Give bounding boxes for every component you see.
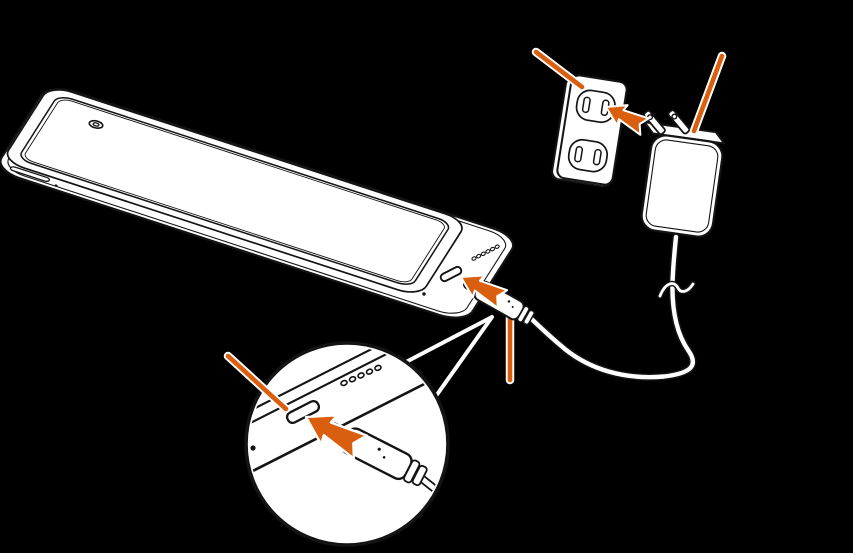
callout-lines — [225, 49, 725, 412]
front-camera-lens — [92, 122, 99, 126]
connector-dot — [511, 306, 514, 309]
magnified-microphone-hole — [250, 445, 256, 451]
magnified-phone-edge-inner — [249, 346, 445, 443]
power-cable — [526, 233, 697, 381]
socket-slot-right — [592, 148, 602, 166]
connector-ring-1 — [516, 305, 530, 323]
connector-ring-2 — [523, 309, 535, 326]
microphone-hole — [422, 292, 426, 296]
magnified-connector-ring-1 — [403, 459, 421, 484]
power-adapter — [640, 109, 726, 238]
magnified-speaker-holes — [340, 364, 382, 387]
usb-port-opening — [439, 265, 463, 283]
front-camera-icon — [88, 119, 105, 129]
callout-line-outlet — [533, 49, 585, 90]
adapter-body — [640, 134, 724, 238]
sim-eject-hole — [54, 184, 58, 187]
connector-dot — [507, 300, 511, 303]
phone-face — [2, 85, 468, 297]
magnified-phone-silhouette — [249, 346, 445, 482]
phone-screen — [17, 95, 452, 288]
cable-tie — [658, 282, 695, 298]
socket-slot-left — [574, 145, 584, 163]
callout-line-adapter — [691, 53, 725, 134]
outlet-socket-bottom — [567, 138, 609, 173]
sim-tray-slot — [10, 166, 51, 182]
callout-line-magnified-port — [225, 353, 289, 412]
magnified-phone-edge — [249, 346, 445, 433]
magnified-connector-dot — [377, 447, 381, 451]
phone — [0, 84, 520, 324]
magnifier-pointer — [404, 315, 494, 398]
wall-outlet — [551, 74, 628, 188]
adapter-body-edge-line — [645, 139, 719, 233]
socket-slot-left — [581, 96, 591, 114]
phone-screen-inner-line — [22, 98, 447, 285]
prong-hole — [671, 113, 678, 120]
magnified-view — [249, 346, 445, 512]
adapter-prong-right — [667, 109, 691, 135]
speaker-holes — [471, 244, 500, 261]
magnified-connector-dot — [382, 456, 386, 459]
usb-port — [439, 265, 463, 283]
line-art — [0, 47, 727, 547]
magnified-connector-ring-2 — [411, 464, 428, 487]
